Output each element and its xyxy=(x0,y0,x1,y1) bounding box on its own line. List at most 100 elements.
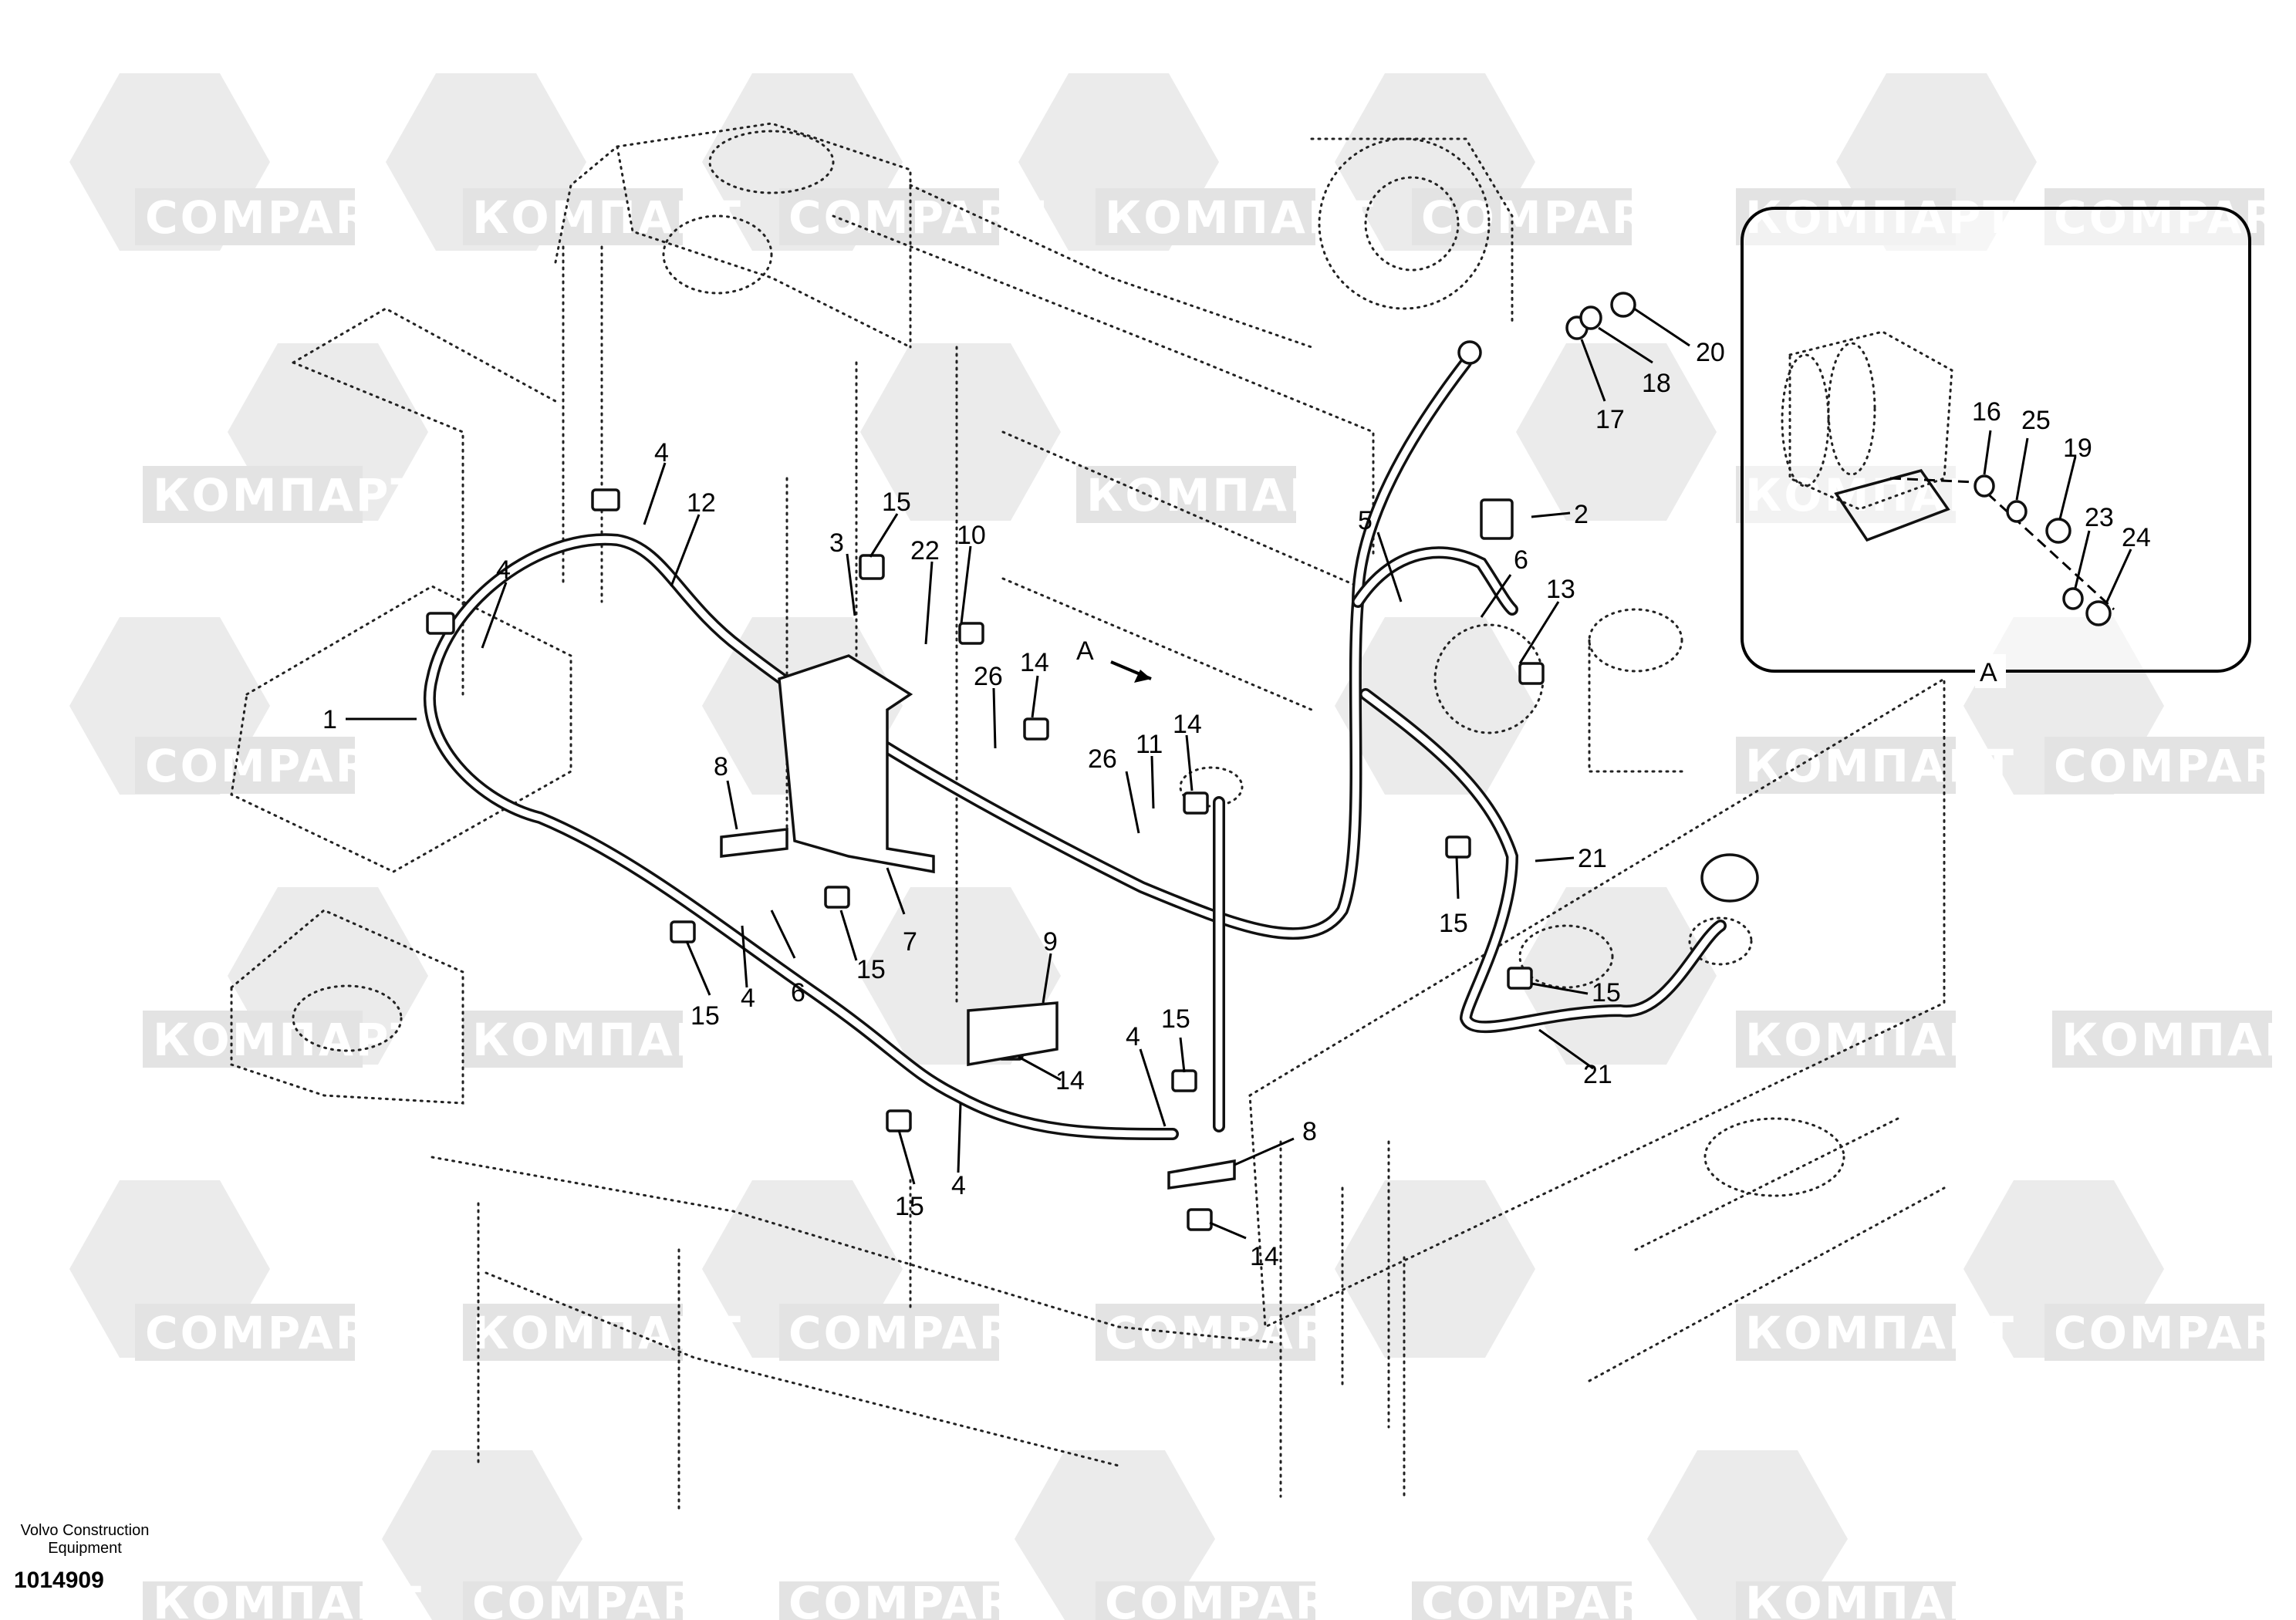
view-arrow-label: A xyxy=(1076,636,1094,666)
watermark-text: COMPART xyxy=(1105,1307,1362,1359)
bolt-icon xyxy=(859,554,885,580)
callout-10: 10 xyxy=(957,521,986,550)
callout-18: 18 xyxy=(1642,369,1671,398)
footer: Volvo Construction Equipment 1014909 xyxy=(14,1522,149,1593)
engine-outline xyxy=(230,122,1946,1514)
nut-icon xyxy=(1610,292,1636,318)
watermark-banner xyxy=(1736,737,1956,794)
watermark-text: COMPART xyxy=(2054,1307,2296,1359)
callout-9: 9 xyxy=(1043,927,1058,957)
watermark-banner xyxy=(1412,188,1632,245)
watermark-banner xyxy=(2044,1304,2264,1361)
watermark-text: КОМПАРТ xyxy=(1745,740,2016,792)
watermark-banner xyxy=(2052,1011,2272,1068)
bolt-icon xyxy=(426,612,455,635)
callout-6: 6 xyxy=(1514,545,1528,575)
watermark-text: КОМПАРТ xyxy=(153,1014,424,1066)
watermark-banner xyxy=(135,737,355,794)
callout-4: 4 xyxy=(654,438,669,467)
detail-label: A xyxy=(1980,658,1997,687)
washer-icon xyxy=(2006,500,2028,523)
callout-15: 15 xyxy=(690,1001,720,1031)
callout-14: 14 xyxy=(1250,1242,1279,1271)
bolt-icon xyxy=(1507,967,1533,990)
detail-frame xyxy=(1741,207,2251,673)
callout-8: 8 xyxy=(714,752,728,781)
callout-17: 17 xyxy=(1595,405,1625,434)
watermark-text: COMPART xyxy=(1105,1577,1362,1620)
watermark-banner xyxy=(463,1581,683,1620)
watermark-hexagon xyxy=(1335,617,1535,795)
wiring-harness xyxy=(423,356,1727,1140)
callout-1: 1 xyxy=(322,705,337,734)
watermark-banner xyxy=(1076,466,1296,523)
watermark-hexagon xyxy=(1516,343,1717,521)
watermark-banner xyxy=(1736,1011,1956,1068)
watermark-text: COMPART xyxy=(472,1577,730,1620)
publisher-name-line2: Equipment xyxy=(48,1540,122,1557)
watermark-banner xyxy=(143,1581,363,1620)
bracket xyxy=(967,1001,1059,1067)
callout-13: 13 xyxy=(1546,575,1575,604)
watermark-text: КОМПАРТ xyxy=(1745,1577,2016,1620)
watermark-banners: COMPART КОМПАРТ COMPART КОМПАРТ COMPART … xyxy=(135,188,2296,1620)
watermark-text: COMPART xyxy=(145,740,403,792)
callout-5: 5 xyxy=(1358,506,1373,535)
watermark-text: КОМПАРТ xyxy=(2061,1014,2296,1066)
callout-15: 15 xyxy=(1592,978,1621,1007)
bolt-icon xyxy=(958,622,984,645)
watermark-text: КОМПАРТ xyxy=(1105,191,1376,244)
bolt-icon xyxy=(1023,717,1049,741)
watermark-text: COMPART xyxy=(2054,740,2296,792)
cap-icon xyxy=(1700,853,1759,903)
nut-icon xyxy=(2085,600,2112,626)
drawing-number: 1014909 xyxy=(14,1568,104,1593)
watermark-hexagon xyxy=(1647,1450,1848,1620)
watermark-text: КОМПАРТ xyxy=(1086,469,1357,521)
watermark-hexagon xyxy=(860,343,1061,521)
watermark-banner xyxy=(463,188,683,245)
callout-11: 11 xyxy=(1136,730,1163,759)
callout-15: 15 xyxy=(895,1192,924,1221)
watermark-banner xyxy=(1096,188,1315,245)
bolt-icon xyxy=(1445,835,1471,859)
bolt-icon xyxy=(670,920,696,943)
callout-24: 24 xyxy=(2122,523,2151,552)
callout-15: 15 xyxy=(856,955,886,984)
callout-12: 12 xyxy=(687,488,716,518)
callout-2: 2 xyxy=(1574,500,1589,529)
callout-21: 21 xyxy=(1578,844,1607,873)
watermark-banner xyxy=(1736,1581,1956,1620)
callout-6: 6 xyxy=(791,978,805,1007)
watermark-banner xyxy=(779,1304,999,1361)
watermark-banner xyxy=(1096,1304,1315,1361)
bolt-icon xyxy=(824,886,850,909)
watermark-text: COMPART xyxy=(1421,1577,1679,1620)
watermark-hexagon xyxy=(1015,1450,1215,1620)
callout-4: 4 xyxy=(496,555,511,585)
callout-26: 26 xyxy=(974,662,1003,691)
callout-26: 26 xyxy=(1088,744,1117,774)
watermark-hexagon xyxy=(1335,1180,1535,1358)
callout-15: 15 xyxy=(1439,909,1468,938)
callout-4: 4 xyxy=(951,1171,966,1200)
nut-icon xyxy=(2045,518,2071,544)
watermark-hexagon xyxy=(382,1450,582,1620)
callout-15: 15 xyxy=(882,488,911,517)
callout-20: 20 xyxy=(1696,338,1725,367)
ring-terminal xyxy=(1457,340,1482,365)
watermark-banner xyxy=(143,466,363,523)
watermark-banner xyxy=(1736,1304,1956,1361)
callout-21: 21 xyxy=(1583,1060,1612,1089)
bolt-icon xyxy=(886,1109,912,1132)
watermark-banner xyxy=(1096,1581,1315,1620)
watermark-text: КОМПАРТ xyxy=(1745,1014,2016,1066)
watermark-text: КОМПАРТ xyxy=(153,1577,424,1620)
watermark-text: COMPART xyxy=(145,191,403,244)
callout-4: 4 xyxy=(1126,1022,1140,1051)
callout-14: 14 xyxy=(1055,1066,1085,1095)
callout-14: 14 xyxy=(1173,710,1202,739)
watermark-text: COMPART xyxy=(788,191,1046,244)
watermark-text: COMPART xyxy=(788,1577,1046,1620)
callout-16: 16 xyxy=(1972,397,2001,427)
